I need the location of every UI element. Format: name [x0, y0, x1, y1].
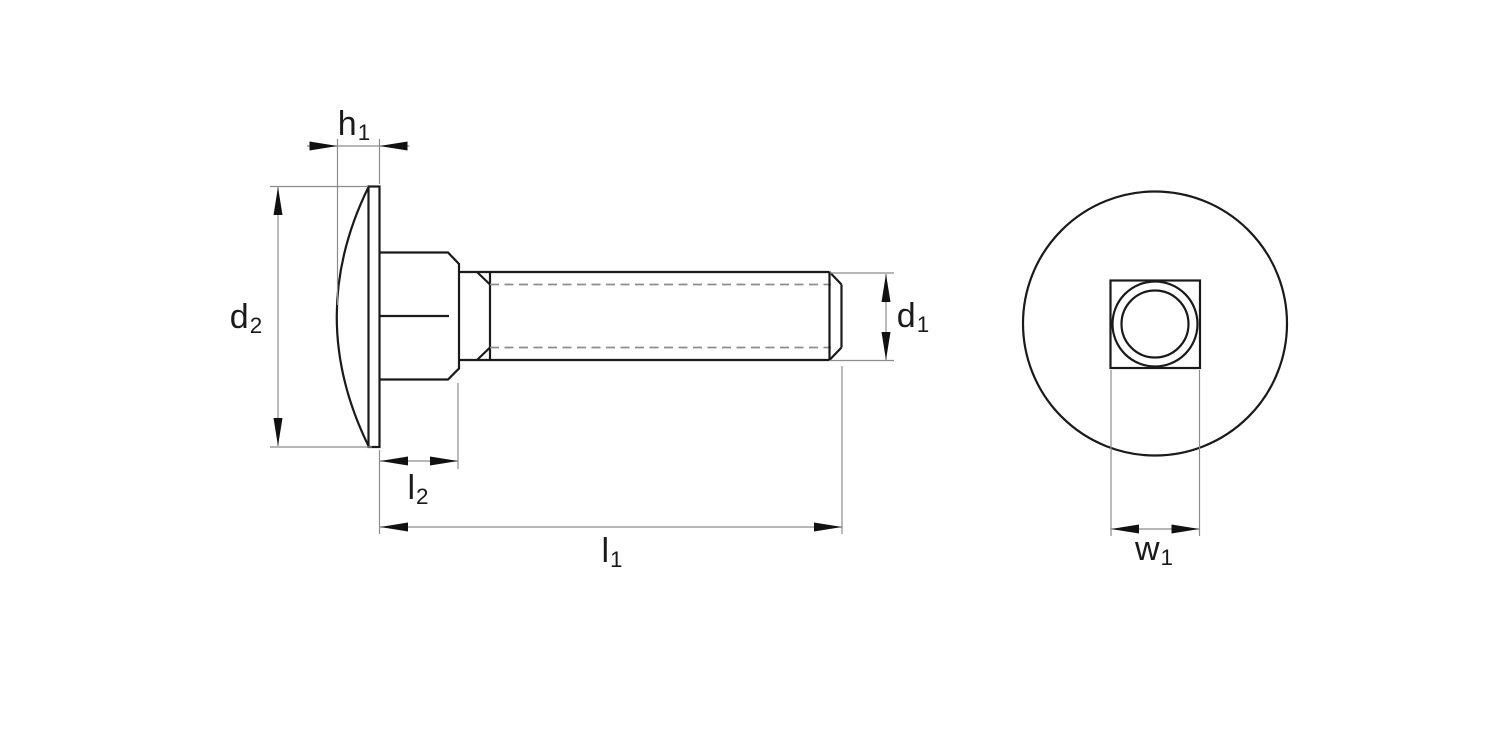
dim-d1	[830, 272, 894, 362]
h1-base: h	[337, 105, 357, 143]
l1-arrowhead-left	[380, 522, 408, 532]
l2-arrowhead-right	[430, 456, 458, 466]
l1-subscript: 1	[610, 547, 623, 573]
head-rim	[367, 185, 381, 449]
w1-arrowhead-left	[1111, 524, 1139, 534]
d2-arrowhead-bottom	[273, 418, 283, 446]
l2-subscript: 2	[416, 484, 429, 510]
l2-arrowhead-left	[380, 456, 408, 466]
dim-label-l1: l1	[601, 532, 622, 571]
l1-arrowhead-right	[814, 522, 842, 532]
side-view	[335, 185, 843, 449]
head-dome-arc	[335, 186, 370, 447]
l2-base: l	[407, 469, 416, 507]
d1-arrowhead-bottom	[881, 332, 891, 360]
d1-subscript: 1	[916, 312, 930, 338]
dim-d2	[270, 185, 372, 448]
l1-base: l	[601, 532, 610, 570]
w1-arrowhead-right	[1171, 524, 1200, 534]
shank-circle	[1111, 280, 1199, 368]
h1-arrowhead-left	[309, 141, 338, 151]
dimensions	[270, 139, 1201, 536]
threaded-shank	[459, 270, 843, 362]
thread-root-circle	[1120, 289, 1190, 359]
dim-w1	[1110, 370, 1201, 536]
thread-runout-bottom	[476, 346, 491, 361]
d1-base: d	[896, 297, 916, 335]
d2-base: d	[229, 298, 249, 336]
dim-label-w1: w1	[1134, 530, 1173, 569]
w1-base: w	[1134, 530, 1160, 568]
dim-l1	[380, 366, 843, 534]
square-neck	[380, 251, 461, 381]
dim-label-l2: l2	[407, 469, 428, 508]
h1-subscript: 1	[357, 120, 371, 146]
h1-arrowhead-right	[379, 141, 408, 151]
dim-h1	[307, 139, 410, 305]
head-circle	[1021, 190, 1289, 457]
d2-subscript: 2	[249, 313, 263, 339]
dim-l2	[378, 383, 459, 534]
dim-label-h1: h1	[337, 105, 370, 144]
dim-label-d2: d2	[229, 298, 262, 337]
neck-outline	[380, 251, 461, 381]
dim-label-d1: d1	[896, 297, 929, 336]
end-chamfer-bottom	[828, 346, 843, 361]
end-chamfer-top	[828, 271, 843, 286]
d1-arrowhead-top	[881, 274, 891, 302]
w1-subscript: 1	[1160, 545, 1174, 571]
front-view	[1021, 190, 1289, 457]
d2-arrowhead-top	[273, 187, 283, 215]
bolt-head	[335, 185, 381, 449]
thread-runout-top	[476, 271, 491, 286]
